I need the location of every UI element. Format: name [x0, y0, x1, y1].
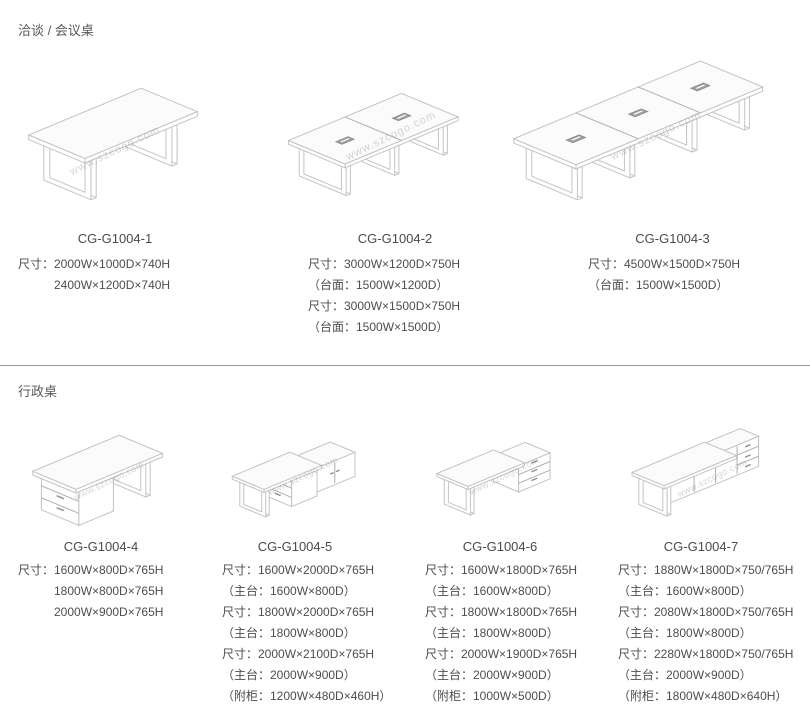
spec-line: （主台：2000W×900D） — [425, 668, 559, 682]
spec-line: 尺寸：1880W×1800D×750/765H — [618, 563, 794, 577]
spec-line: 尺寸：2000W×1000D×740H — [18, 257, 171, 271]
product-specs: 尺寸：1600W×2000D×765H （主台：1600W×800D） 尺寸：1… — [222, 560, 391, 707]
executive-desk-drawing-6 — [435, 441, 552, 516]
product-figure-cg-g1004-7: www.szcogo.com — [622, 427, 802, 525]
product-figure-cg-g1004-2: www.szcogo.com — [283, 58, 498, 208]
product-specs: 尺寸：1600W×800D×765H 1800W×800D×765H 2000W… — [18, 560, 163, 623]
product-specs: 尺寸：4500W×1500D×750H （台面：1500W×1500D） — [588, 254, 740, 296]
section-title-executive-desks: 行政桌 — [18, 384, 58, 399]
spec-line: （主台：2000W×900D） — [618, 668, 752, 682]
spec-line: 尺寸：2000W×2100D×765H — [222, 647, 375, 661]
product-specs: 尺寸：1600W×1800D×765H （主台：1600W×800D） 尺寸：1… — [425, 560, 577, 707]
spec-line: 尺寸：3000W×1500D×750H — [308, 299, 461, 313]
spec-line: （主台：1800W×800D） — [425, 626, 559, 640]
executive-desk-drawing-5 — [230, 441, 357, 518]
product-code: CG-G1004-6 — [462, 539, 538, 554]
spec-line: 尺寸：2000W×1900D×765H — [425, 647, 578, 661]
product-code: CG-G1004-2 — [357, 231, 433, 246]
spec-line: 尺寸：1800W×1800D×765H — [425, 605, 578, 619]
spec-line: 尺寸：1600W×1800D×765H — [425, 563, 578, 577]
product-figure-cg-g1004-5: www.szcogo.com — [222, 424, 384, 524]
product-code: CG-G1004-5 — [257, 539, 333, 554]
spec-line: 尺寸：2080W×1800D×750/765H — [618, 605, 794, 619]
spec-line: （台面：1500W×1200D） — [308, 278, 449, 292]
spec-line: （主台：1800W×800D） — [222, 626, 356, 640]
conference-table-drawing-2 — [287, 92, 460, 197]
spec-line: 2400W×1200D×740H — [54, 278, 171, 292]
product-specs: 尺寸：3000W×1200D×750H （台面：1500W×1200D） 尺寸：… — [308, 254, 460, 338]
spec-line: 尺寸：1600W×2000D×765H — [222, 563, 375, 577]
product-specs: 尺寸：1880W×1800D×750/765H （主台：1600W×800D） … — [618, 560, 793, 707]
executive-desk-drawing-4 — [31, 434, 164, 527]
product-figure-cg-g1004-4: www.szcogo.com — [26, 425, 191, 533]
spec-line: （主台：1800W×800D） — [618, 626, 752, 640]
conference-table-drawing-1 — [27, 87, 199, 201]
spec-line: 2000W×900D×765H — [54, 605, 164, 619]
spec-line: （主台：2000W×900D） — [222, 668, 356, 682]
spec-line: （主台：1600W×800D） — [222, 584, 356, 598]
product-figure-cg-g1004-1: www.szcogo.com — [25, 78, 205, 218]
product-code: CG-G1004-3 — [635, 231, 710, 246]
spec-line: （主台：1600W×800D） — [425, 584, 559, 598]
section-divider — [0, 365, 810, 366]
spec-line: （主台：1600W×800D） — [618, 584, 752, 598]
product-code: CG-G1004-4 — [63, 539, 139, 554]
spec-line: （附柜：1000W×500D） — [425, 689, 559, 703]
spec-line: （附柜：1800W×480D×640H） — [618, 689, 788, 703]
spec-line: （附柜：1200W×480D×460H） — [222, 689, 392, 703]
product-specs: 尺寸：2000W×1000D×740H 2400W×1200D×740H — [18, 254, 170, 296]
product-code: CG-G1004-1 — [77, 231, 153, 246]
product-code: CG-G1004-7 — [663, 539, 739, 554]
conference-table-drawing-3 — [512, 60, 764, 201]
executive-desk-drawing-7 — [630, 427, 760, 517]
product-figure-cg-g1004-6: www.szcogo.com — [428, 424, 580, 524]
spec-line: 尺寸：1600W×800D×765H — [18, 563, 164, 577]
spec-line: （台面：1500W×1500D） — [308, 320, 449, 334]
product-figure-cg-g1004-3: www.szcogo.com — [512, 55, 800, 210]
spec-line: 1800W×800D×765H — [54, 584, 164, 598]
spec-line: 尺寸：3000W×1200D×750H — [308, 257, 461, 271]
spec-line: 尺寸：1800W×2000D×765H — [222, 605, 375, 619]
spec-line: 尺寸：2280W×1800D×750/765H — [618, 647, 794, 661]
spec-line: 尺寸：4500W×1500D×750H — [588, 257, 741, 271]
spec-line: （台面：1500W×1500D） — [588, 278, 729, 292]
section-title-meeting-tables: 洽谈 / 会议桌 — [18, 23, 94, 38]
